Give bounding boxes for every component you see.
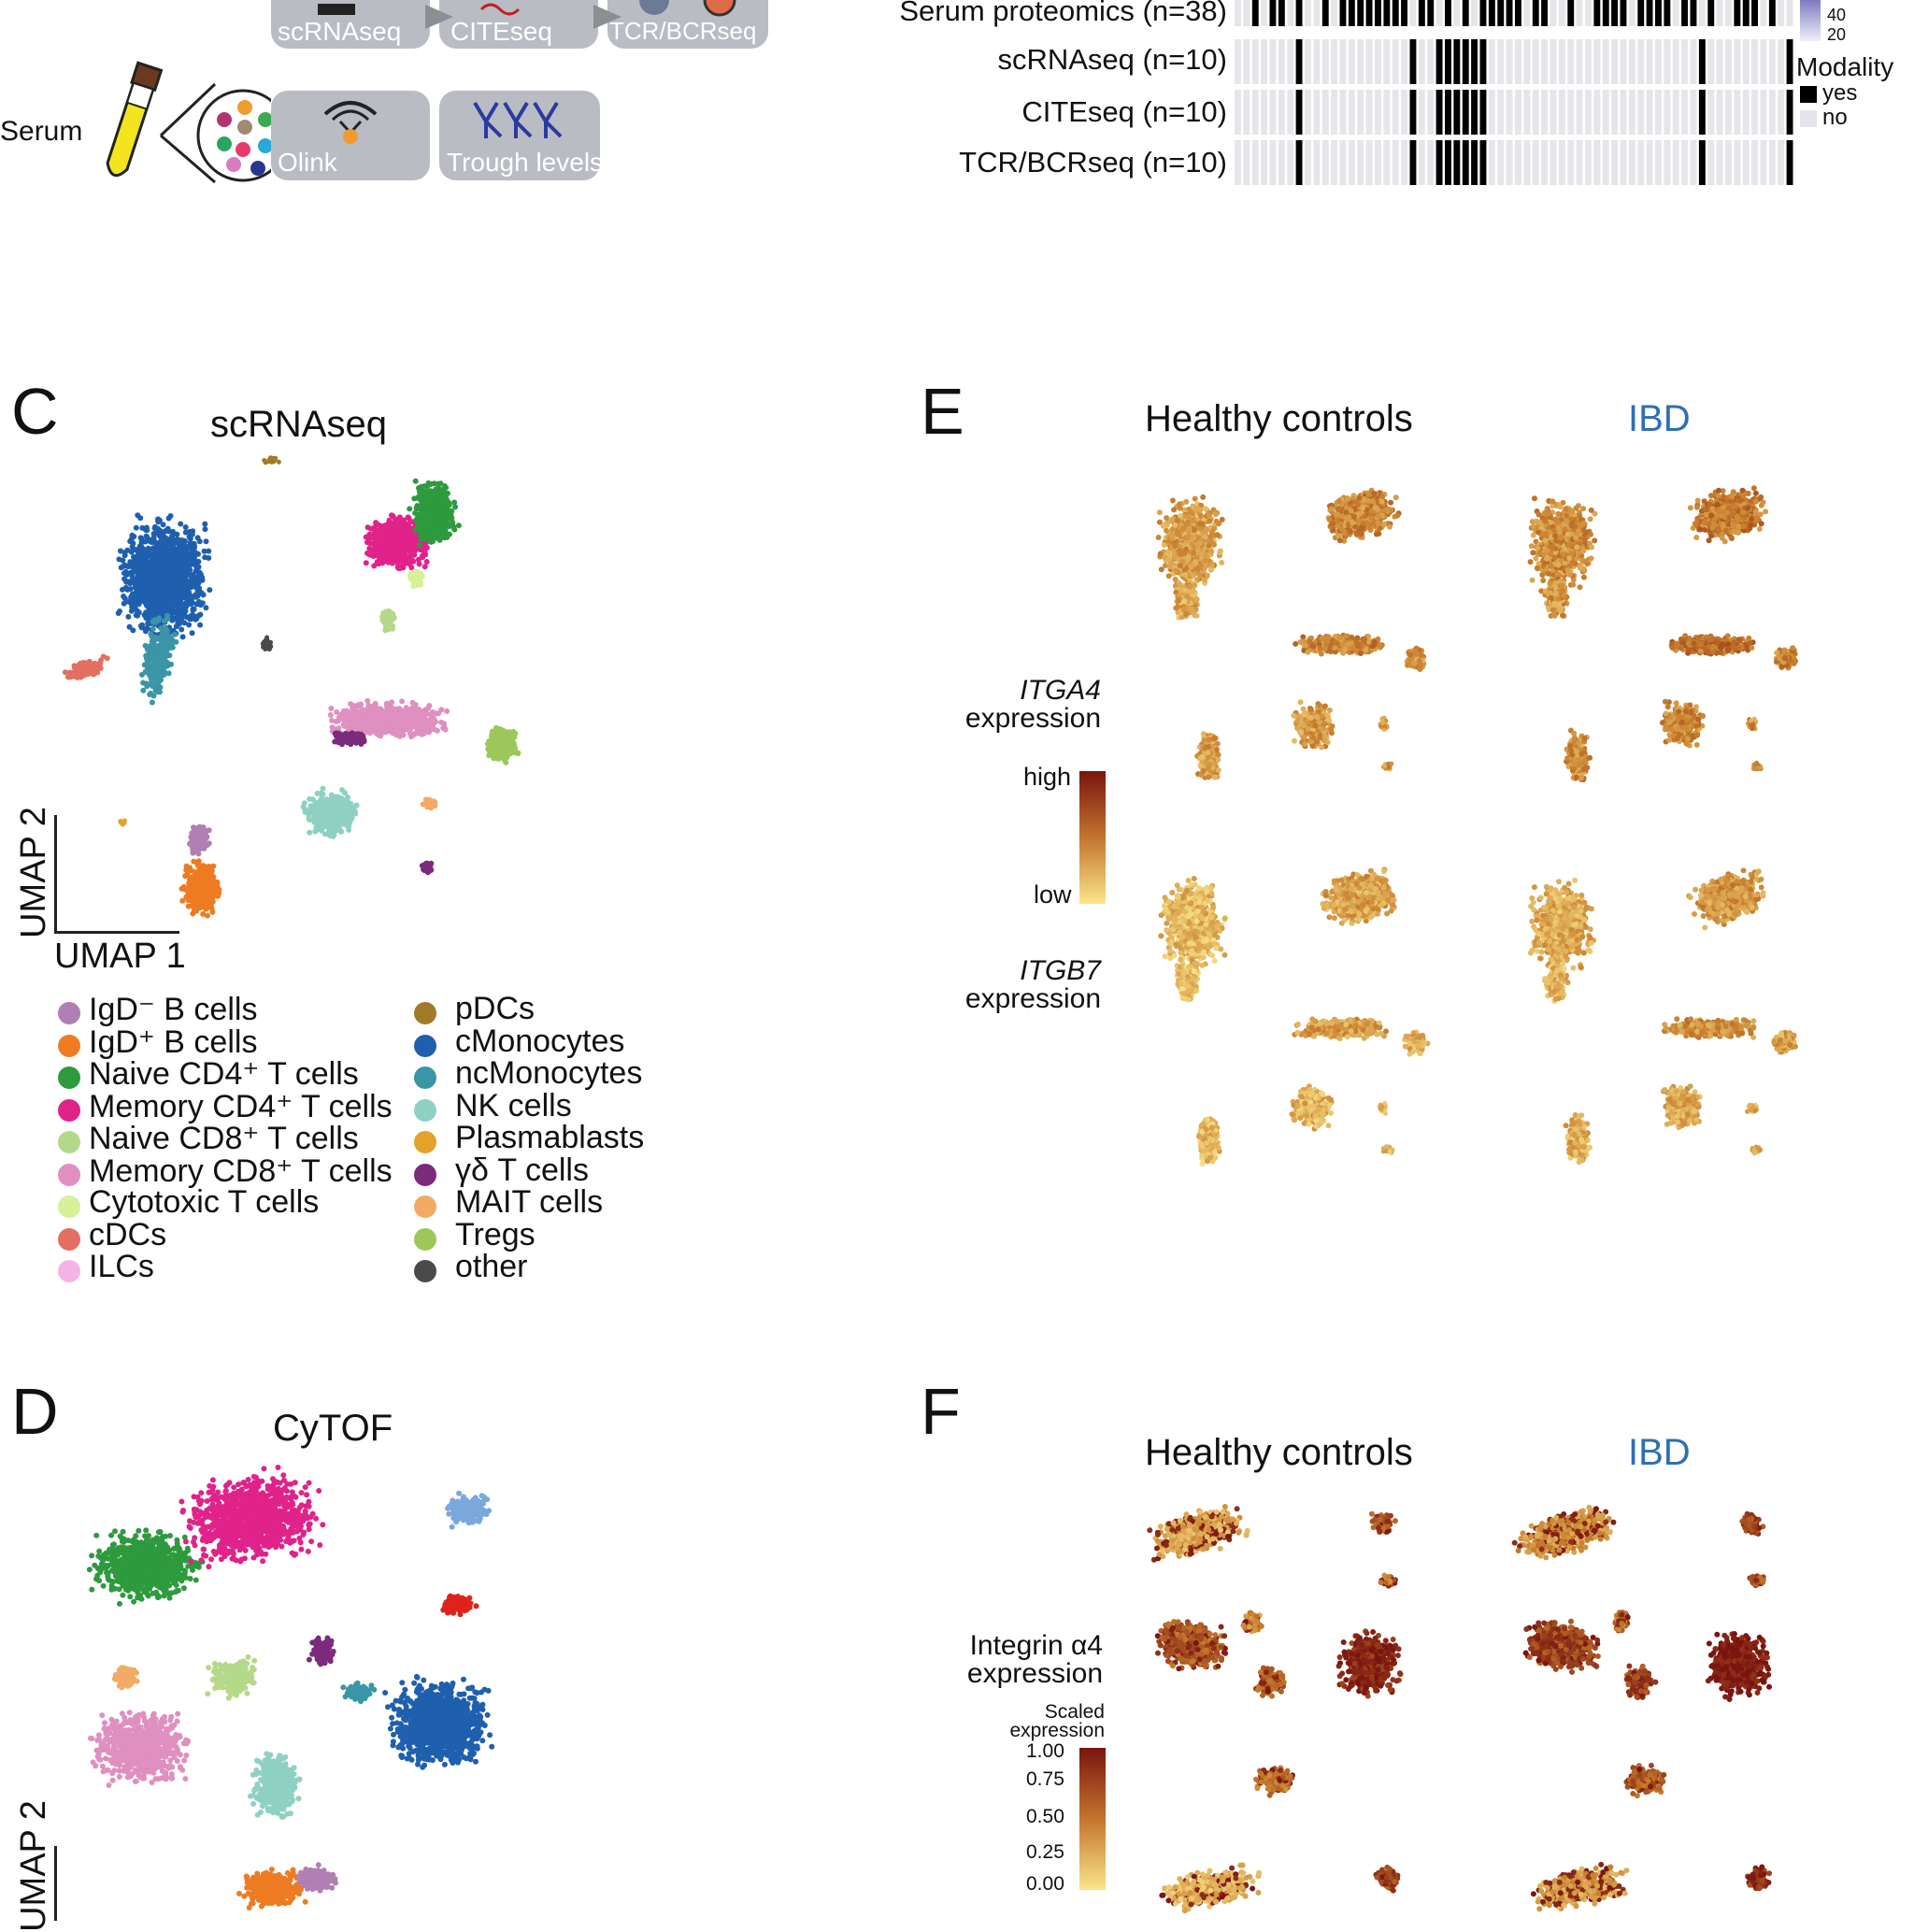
box-citeseq-label: CITEseq [450, 17, 552, 47]
panel-f-col-healthy: Healthy controls [1145, 1432, 1413, 1474]
box-trough-levels-label: Trough levels [447, 148, 603, 178]
expression-colorbar [1079, 771, 1106, 904]
panel-e-col-ibd: IBD [1628, 398, 1691, 440]
cytof-integrin-ibd [1486, 1477, 1841, 1914]
age-colorbar [1800, 0, 1821, 41]
legend-label: cMonocytes [455, 1023, 624, 1060]
umap2-axis-label: UMAP 2 [14, 807, 54, 938]
scaled-expression-colorbar [1079, 1748, 1106, 1890]
row-label-scrnaseq: scRNAseq (n=10) [835, 43, 1227, 77]
modality-no-swatch [1800, 110, 1817, 127]
legend-swatch [58, 1228, 80, 1251]
umap-itga4-healthy [1117, 458, 1472, 813]
umap1-axis-line [54, 931, 179, 934]
legend-label: MAIT cells [455, 1184, 603, 1221]
row-label-tcrbcrseq: TCR/BCRseq (n=10) [835, 146, 1227, 179]
umap-itgb7-ibd [1486, 841, 1841, 1196]
modality-yes-swatch [1800, 86, 1817, 103]
legend-swatch [414, 1099, 436, 1122]
colorbar-low-label: low [1034, 880, 1072, 909]
age-tick: 40 [1827, 6, 1846, 25]
protein-label: Integrin α4 [935, 1630, 1103, 1662]
gene-itgb7-label: ITGB7 [953, 955, 1101, 987]
legend-swatch [58, 1131, 80, 1153]
legend-swatch [414, 1260, 436, 1282]
panel-letter-f: F [921, 1374, 961, 1449]
panel-e-col-healthy: Healthy controls [1145, 398, 1413, 440]
legend-swatch [414, 1131, 436, 1153]
panel-letter-d: D [11, 1374, 59, 1449]
modality-grid [1234, 0, 1794, 187]
box-tcrbcrseq-label: TCR/BCRseq [609, 17, 756, 46]
cytof-integrin-healthy [1117, 1477, 1472, 1914]
legend-label: ILCs [89, 1249, 154, 1285]
umap2-axis-line [54, 1846, 57, 1921]
gene-itga4-label: ITGA4 [953, 675, 1101, 707]
sequencer-icon [308, 0, 364, 19]
colorbar-tick: 0.50 [1026, 1806, 1064, 1828]
antibody-icons [467, 97, 570, 144]
partial-circle-icon [140, 0, 271, 9]
modality-no-label: no [1822, 105, 1848, 131]
legend-label: γδ T cells [455, 1152, 589, 1189]
legend-swatch [58, 1002, 80, 1024]
serum-tube-icon [75, 56, 271, 196]
legend-swatch [58, 1035, 80, 1057]
expression-label: expression [935, 1658, 1103, 1690]
expression-label: expression [935, 703, 1101, 735]
legend-swatch [414, 1164, 436, 1186]
box-scrnaseq-label: scRNAseq [278, 17, 401, 47]
legend-label: Cytotoxic T cells [89, 1184, 319, 1221]
legend-label: pDCs [455, 991, 535, 1027]
legend-label: other [455, 1249, 528, 1285]
legend-swatch [414, 1035, 436, 1057]
umap-scrnaseq-plot [51, 439, 547, 935]
umap-itga4-ibd [1486, 458, 1841, 813]
umap2-axis-label: UMAP 2 [14, 1800, 54, 1932]
modality-legend-title: Modality [1796, 52, 1893, 82]
legend-swatch [58, 1099, 80, 1122]
legend-label: Plasmablasts [455, 1120, 644, 1156]
legend-swatch [58, 1195, 80, 1218]
box-olink-label: Olink [278, 148, 337, 178]
arrow-icon [425, 0, 463, 37]
modality-yes-label: yes [1822, 80, 1857, 107]
colorbar-tick: 0.75 [1026, 1768, 1064, 1791]
colorbar-high-label: high [1023, 763, 1071, 792]
umap2-axis-line [54, 815, 57, 933]
colorbar-tick: 0.25 [1026, 1841, 1064, 1864]
panel-f-col-ibd: IBD [1628, 1432, 1691, 1474]
age-tick: 20 [1827, 25, 1846, 45]
antibody-icon [477, 0, 533, 19]
legend-swatch [58, 1164, 80, 1186]
umap-itgb7-healthy [1117, 841, 1472, 1196]
colorbar-tick: 0.00 [1026, 1873, 1064, 1896]
legend-swatch [414, 1228, 436, 1251]
umap1-axis-label: UMAP 1 [54, 937, 186, 977]
cell-icon [636, 0, 748, 19]
legend-swatch [414, 1195, 436, 1218]
scale-title: expression [972, 1720, 1105, 1742]
olink-icon [318, 93, 383, 150]
row-label-serum-proteomics: Serum proteomics (n=38) [835, 0, 1227, 28]
legend-label: ncMonocytes [455, 1055, 642, 1092]
umap-cytof-plot [56, 1439, 579, 1914]
row-label-citeseq: CITEseq (n=10) [835, 95, 1227, 129]
serum-label: Serum [0, 116, 82, 148]
legend-swatch [414, 1002, 436, 1024]
legend-label: NK cells [455, 1088, 572, 1124]
panel-letter-c: C [11, 374, 59, 449]
colorbar-tick: 1.00 [1026, 1740, 1064, 1763]
legend-swatch [58, 1066, 80, 1089]
expression-label: expression [935, 983, 1101, 1015]
panel-letter-e: E [921, 374, 964, 449]
legend-label: cDCs [89, 1217, 166, 1253]
legend-swatch [58, 1260, 80, 1282]
arrow-icon [593, 0, 631, 37]
age-tick: 60 [1827, 0, 1846, 5]
legend-label: Tregs [455, 1217, 536, 1253]
legend-swatch [414, 1066, 436, 1089]
